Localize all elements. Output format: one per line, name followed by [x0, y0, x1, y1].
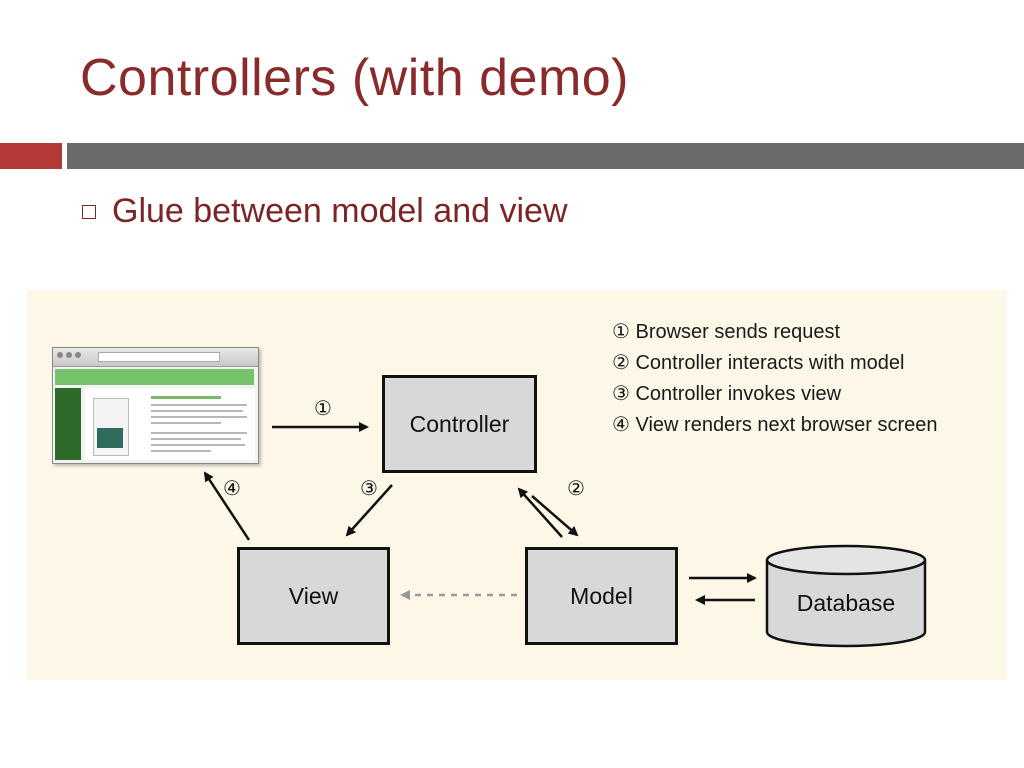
page-text-line [151, 432, 247, 434]
legend-item: ② Controller interacts with model [612, 352, 905, 374]
page-text-line [151, 450, 211, 452]
arrow-model-to-controller [517, 487, 563, 538]
slide-title: Controllers (with demo) [80, 49, 629, 107]
browser-toolbar [53, 348, 258, 367]
title-rule-bar [67, 143, 1024, 169]
page-text-line [151, 404, 247, 406]
model-box: Model [525, 547, 678, 645]
step-label-2: ② [567, 478, 585, 500]
page-banner [55, 369, 254, 385]
step-legend: ① Browser sends request ② Controller int… [612, 317, 937, 441]
square-bullet-icon [82, 204, 96, 219]
arrow-controller-to-model [531, 495, 579, 537]
mvc-diagram: Controller View Model Database ① ③ ④ ② ①… [27, 290, 1007, 680]
arrow-invoke-view [345, 484, 393, 537]
arrow-render [203, 471, 251, 541]
legend-item: ① Browser sends request [612, 321, 841, 343]
view-box: View [237, 547, 390, 645]
controller-label: Controller [409, 410, 510, 437]
page-text-line [151, 438, 241, 440]
legend-item: ③ Controller invokes view [612, 383, 842, 405]
database-label: Database [796, 590, 896, 616]
page-text-line [151, 416, 247, 418]
legend-item: ④ View renders next browser screen [612, 414, 938, 436]
page-text-line [151, 410, 243, 412]
controller-box: Controller [382, 375, 537, 473]
page-text-line [151, 422, 221, 424]
window-minimize-icon [66, 352, 72, 358]
step-label-1: ① [314, 398, 332, 420]
view-label: View [288, 582, 339, 609]
page-sidebar [55, 388, 81, 460]
diagram-arrows [203, 422, 927, 648]
address-bar [98, 352, 220, 362]
bullet-item: Glue between model and view [82, 192, 568, 231]
bullet-text: Glue between model and view [112, 192, 568, 230]
step-label-3: ③ [360, 478, 378, 500]
window-close-icon [57, 352, 63, 358]
page-text-line [151, 444, 245, 446]
title-accent-bar [0, 143, 62, 169]
page-heading-line [151, 396, 221, 399]
step-label-4: ④ [223, 478, 241, 500]
model-label: Model [570, 582, 633, 609]
book-cover-art [97, 428, 123, 448]
browser-window-thumbnail [52, 347, 259, 464]
window-zoom-icon [75, 352, 81, 358]
database-cylinder [765, 544, 927, 648]
